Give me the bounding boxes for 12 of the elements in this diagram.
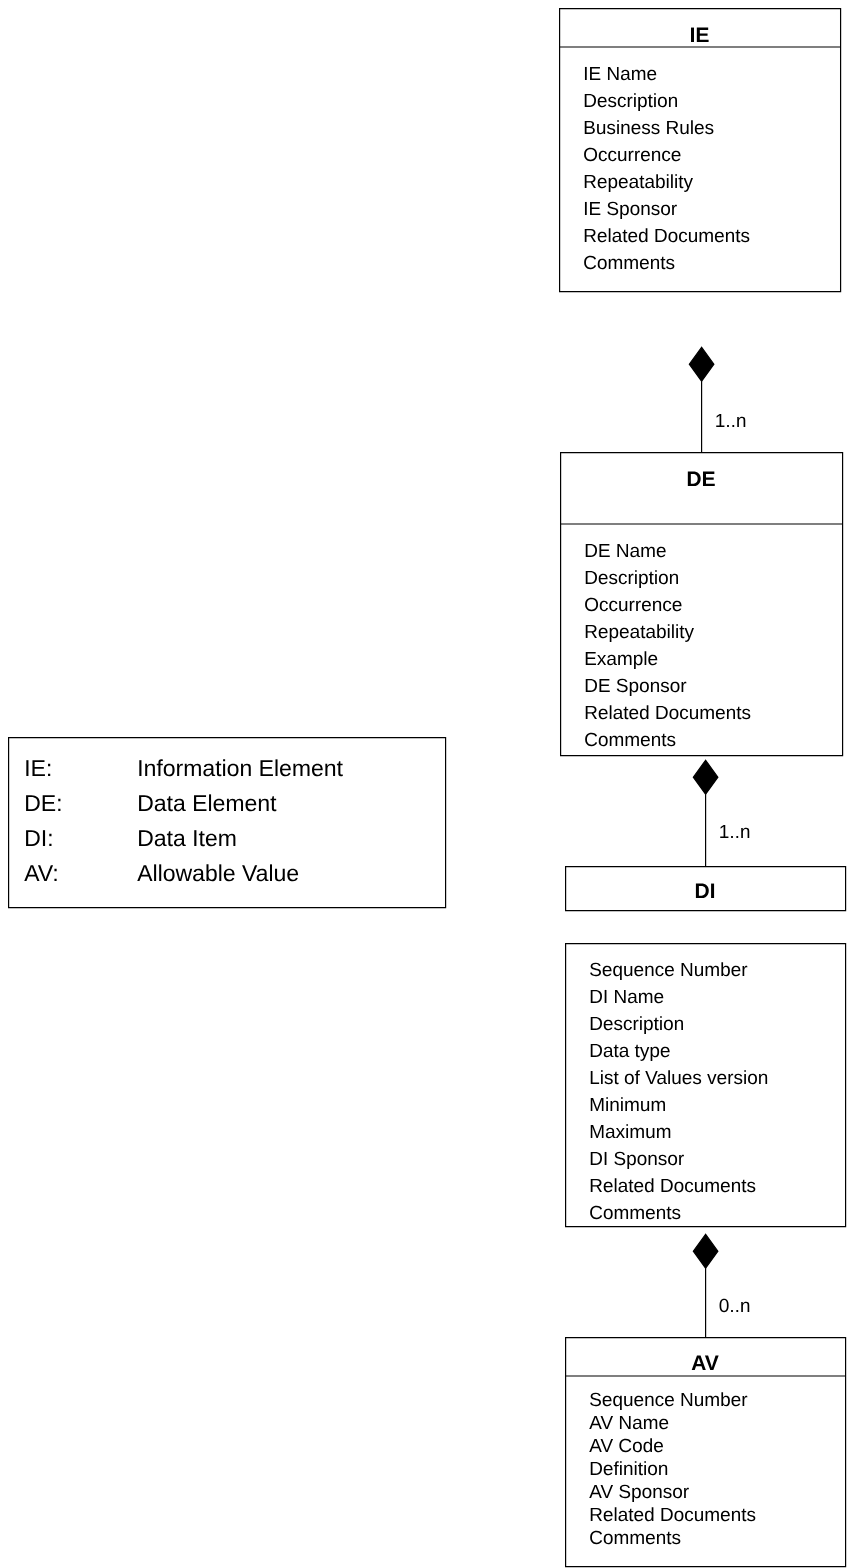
class-box: IE IE Name Description Business Rules Occurrence Repeatability IE Sponsor Related Documents Comments <box>558 8 842 293</box>
class-box: AV Sequence Number AV Name AV Code Definition AV Sponsor Related Documents Comments <box>564 1337 847 1568</box>
composition-line <box>692 1233 719 1338</box>
multiplicity-label: 1..n <box>716 413 746 427</box>
multiplicity-label: 0..n <box>719 1298 750 1313</box>
class-box: DE DE Name Description Occurrence Repeatability Example DE Sponsor Related Documents Comments <box>559 452 844 757</box>
abbreviation-box: IE: Information Element DE: Data Element DI: Data Item AV: Allowable Value <box>8 737 447 909</box>
multiplicity-label: 1..n <box>720 824 750 838</box>
composition-line <box>692 759 719 867</box>
class-box: Sequence Number DI Name Description Data type List of Values version Minimum Maximum DI Sponsor Related Documents Comments <box>565 943 847 1228</box>
composition-line <box>688 346 715 453</box>
class-box: DI <box>565 866 847 912</box>
